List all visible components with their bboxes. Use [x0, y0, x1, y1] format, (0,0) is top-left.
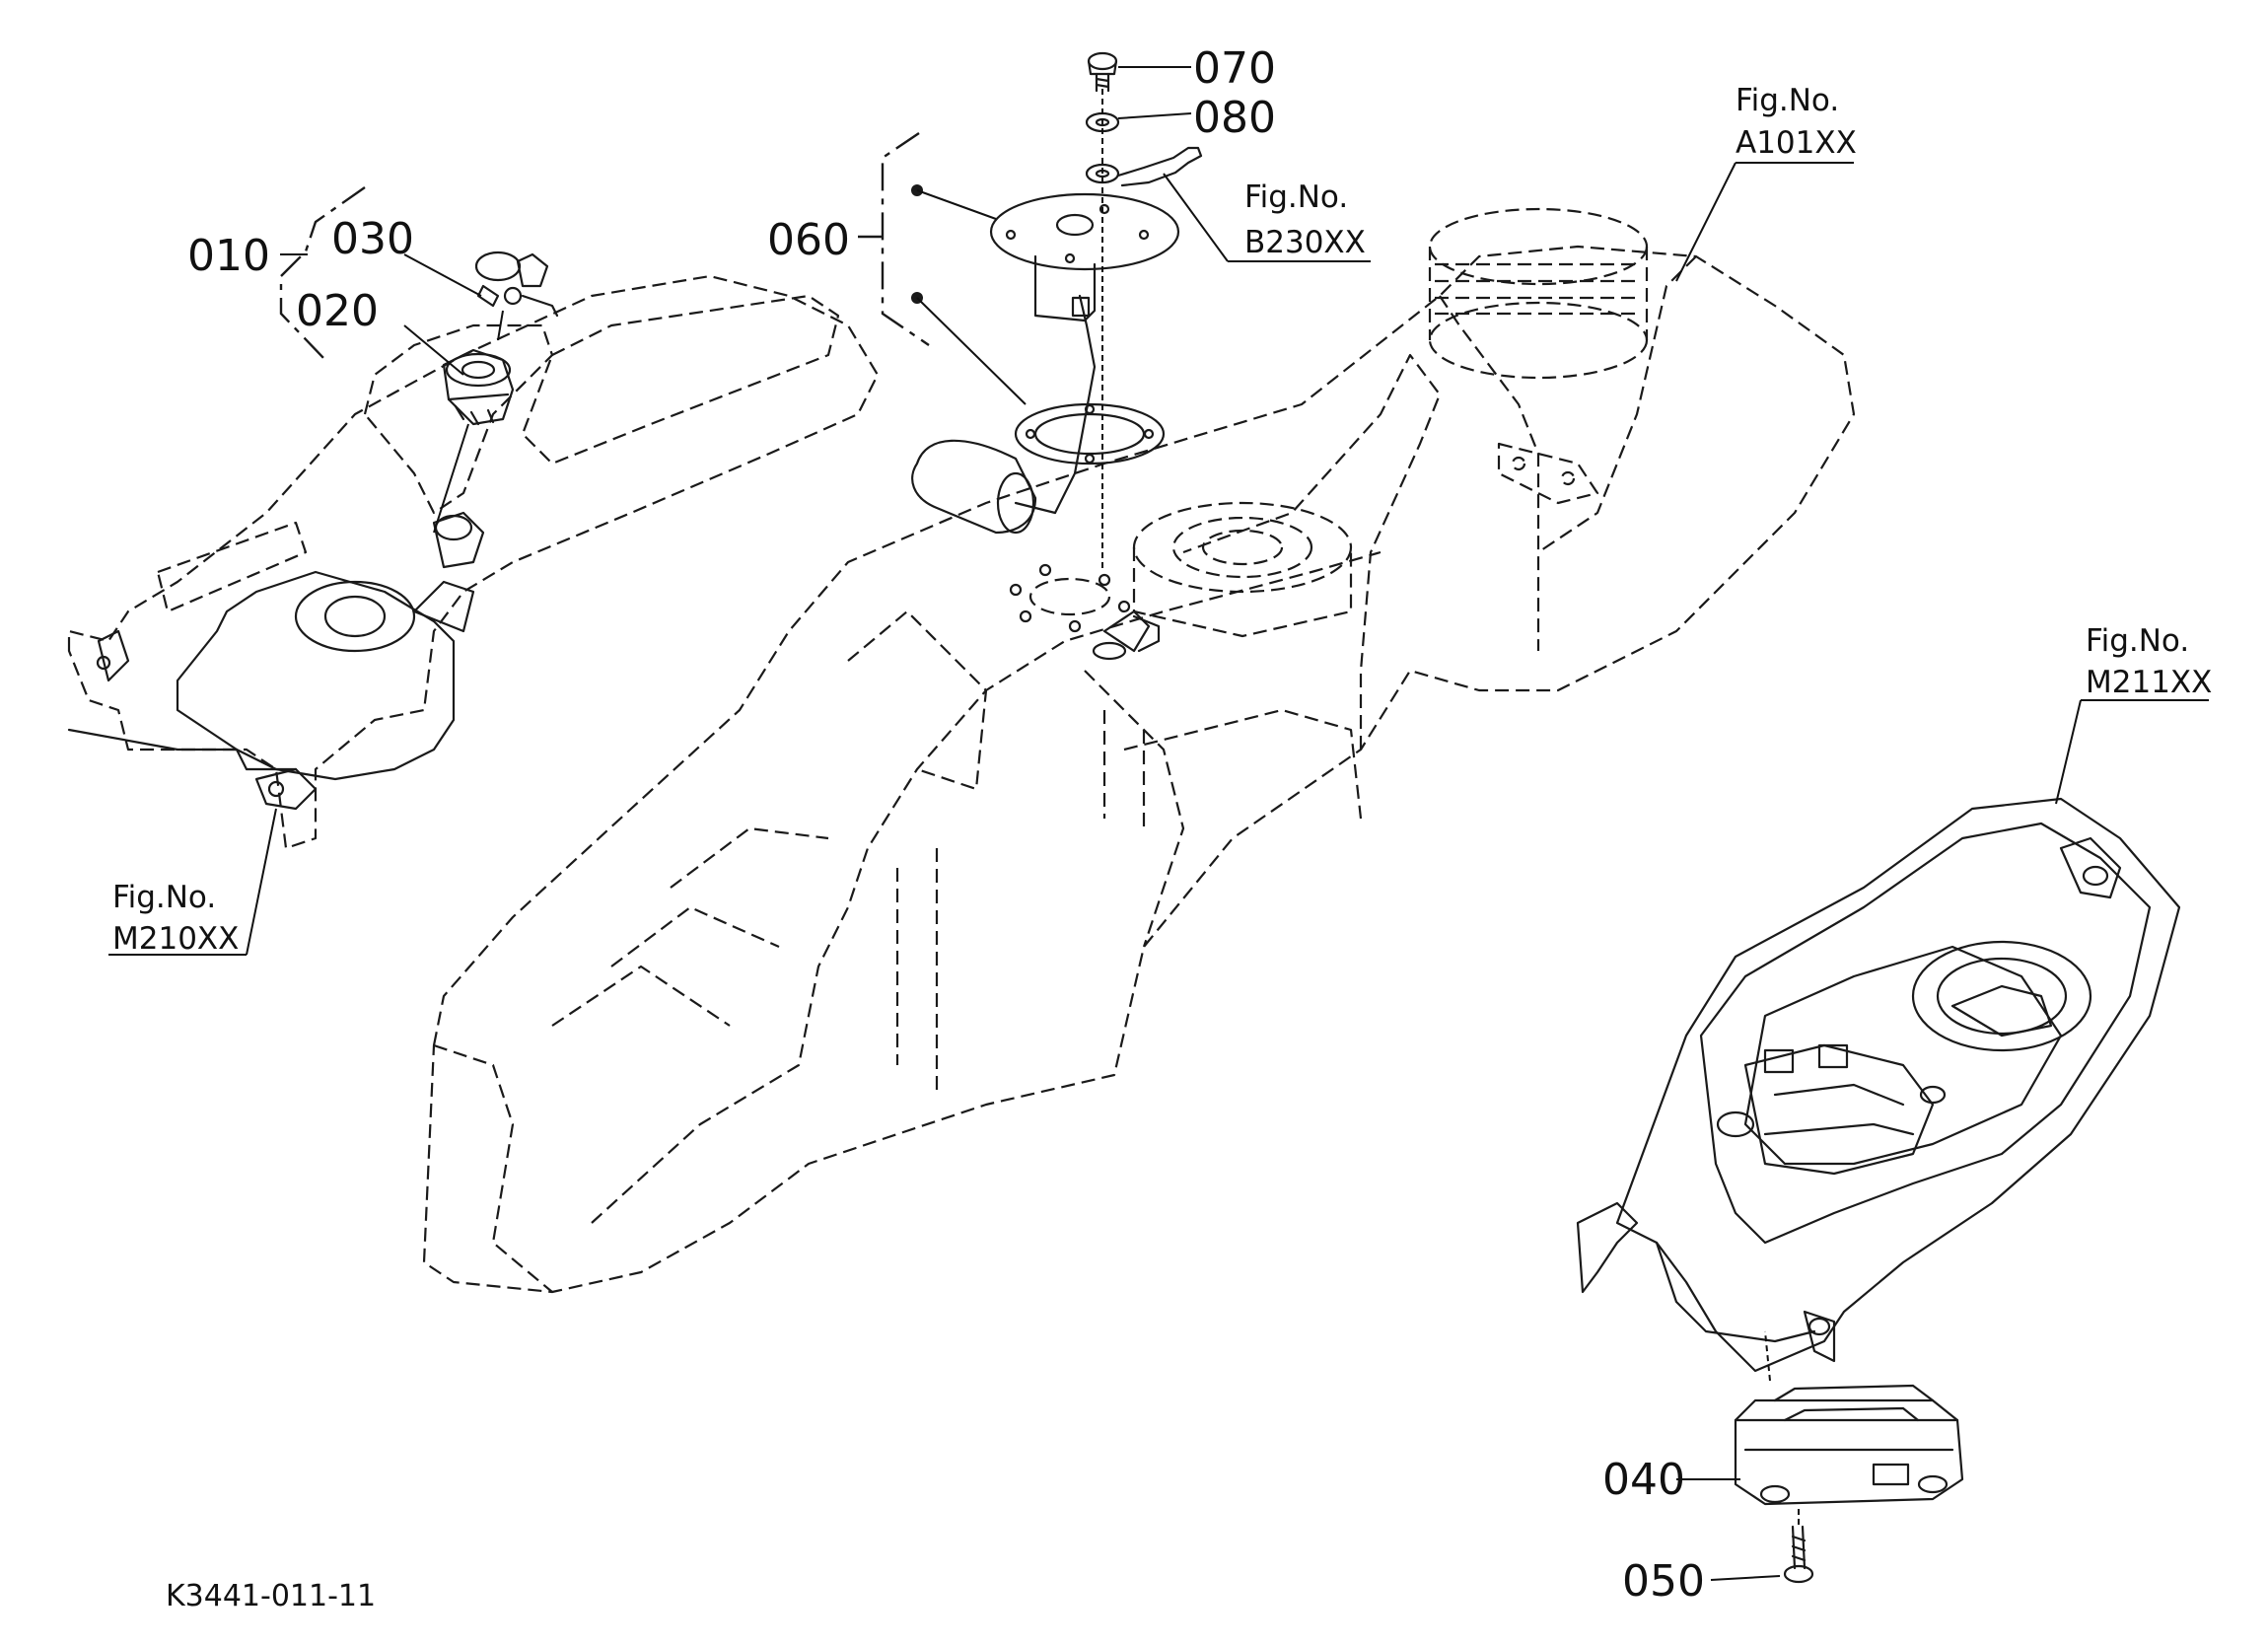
- screw-050-icon: [1710, 1509, 1814, 1584]
- drawing-code: K3441-011-11: [166, 1579, 376, 1613]
- figref-m210-line2: M210XX: [112, 921, 239, 957]
- callout-060: 060: [767, 215, 850, 265]
- screw-070-icon: [1087, 51, 1191, 93]
- meter-panel-housing: [1576, 797, 2181, 1373]
- meter-cluster-icon: [1734, 1330, 1964, 1506]
- callout-010: 010: [187, 231, 270, 281]
- fuel-elbow-icon: [1092, 609, 1161, 661]
- fuel-tank-dash: [422, 245, 1856, 1294]
- sender-wire-icon: [1116, 146, 1371, 262]
- key-icon: [474, 251, 559, 341]
- callout-080: 080: [1193, 93, 1276, 143]
- sender-boss-icon: [1009, 501, 1353, 638]
- figref-m211-line1: Fig.No.: [2086, 623, 2189, 659]
- figref-a101-line1: Fig.No.: [1736, 83, 1839, 118]
- figref-a101-line2: A101XX: [1736, 125, 1857, 161]
- figref-m210-line1: Fig.No.: [112, 880, 216, 915]
- ignition-switch-icon: [433, 348, 515, 534]
- callout-070: 070: [1193, 43, 1276, 94]
- callout-040: 040: [1602, 1455, 1685, 1505]
- filler-neck-icon: [1428, 207, 1649, 505]
- fuel-sender-unit-icon: [911, 192, 1180, 535]
- figref-b230-line2: B230XX: [1244, 225, 1366, 260]
- callout-050: 050: [1622, 1556, 1705, 1607]
- figref-m211-line2: M211XX: [2086, 665, 2212, 700]
- figref-b230-line1: Fig.No.: [1244, 179, 1348, 215]
- callout-leaders: [108, 162, 2209, 1480]
- callout-030: 030: [331, 214, 414, 264]
- bracket-060: [858, 132, 1027, 405]
- left-dash-panel: [67, 274, 880, 850]
- callout-020: 020: [296, 286, 379, 336]
